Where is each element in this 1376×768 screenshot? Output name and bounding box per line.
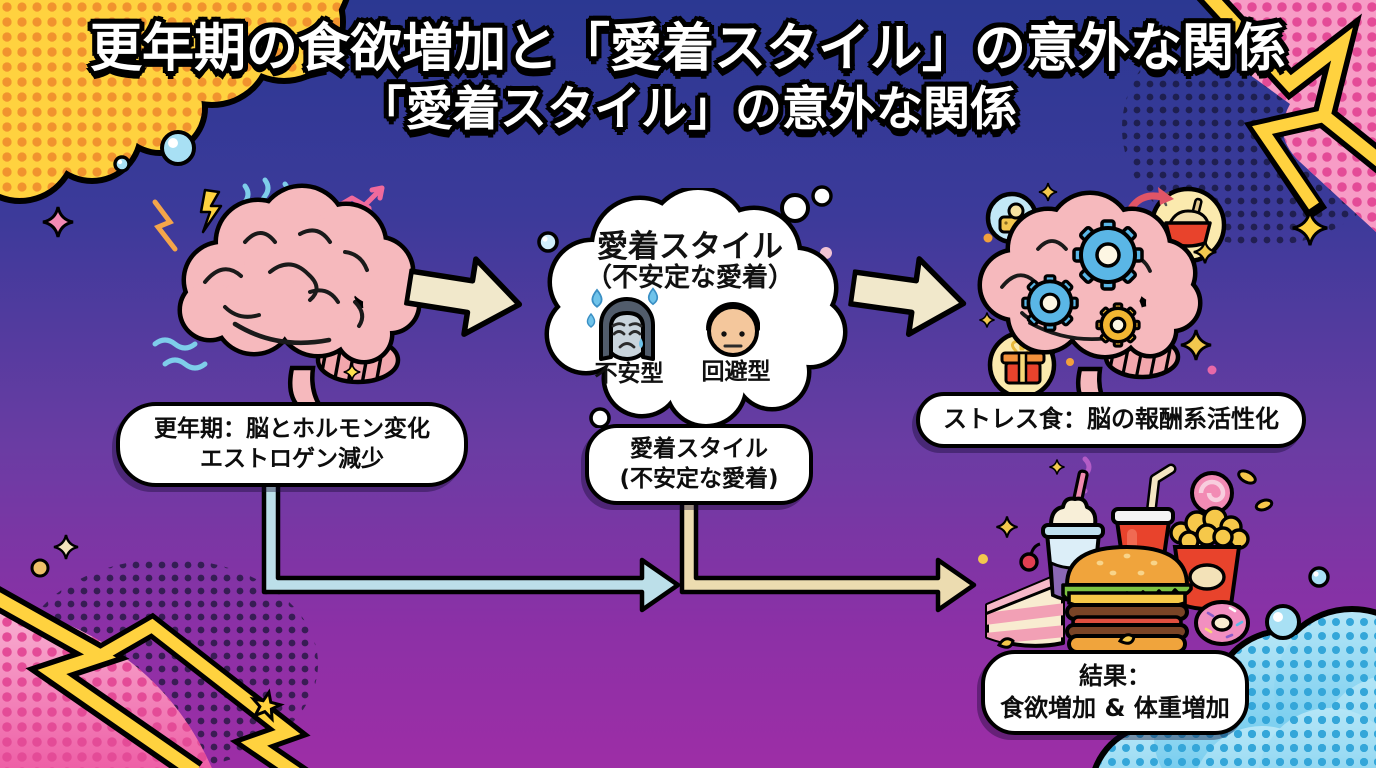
gears-brain-icon xyxy=(982,195,1198,413)
snack-bit xyxy=(996,637,1015,649)
lightning-icon xyxy=(1196,0,1376,221)
avoidant-face-icon xyxy=(706,302,760,357)
title-line-1: 更年期の食欲増加と「愛着スタイル」の意外な関係 xyxy=(89,19,1286,79)
menopause-label-line2: エストロゲン減少 xyxy=(200,446,384,473)
cloud-subtitle: （不安定な愛着） xyxy=(585,263,794,293)
anxious-face-icon xyxy=(586,287,659,361)
bubble-icon xyxy=(113,130,1330,640)
attachment-label-line1: 愛着スタイル xyxy=(630,436,768,462)
menopause-label: 更年期：脳とホルモン変化 エストロゲン減少 xyxy=(116,402,468,487)
anxious-type-label: 不安型 xyxy=(594,361,664,387)
reward-brain-illustration xyxy=(960,182,1227,413)
popcorn-icon xyxy=(1169,506,1250,611)
thought-cloud-icon xyxy=(540,188,862,428)
sparkle-icon xyxy=(1048,458,1066,476)
cloud-title: 愛着スタイル xyxy=(597,229,783,265)
snack-bit xyxy=(1117,633,1136,645)
gear-icon xyxy=(1072,219,1144,291)
cake-icon xyxy=(985,542,1065,648)
gear-icon xyxy=(1095,302,1141,348)
page-title: 更年期の食欲増加と「愛着スタイル」の意外な関係 「愛着スタイル」の意外な関係 xyxy=(0,19,1376,137)
stress-eating-label: ストレス食：脳の報酬系活性化 xyxy=(916,392,1306,448)
title-line-2: 「愛着スタイル」の意外な関係 xyxy=(359,81,1017,137)
snack-bit xyxy=(1237,469,1257,485)
stress-label-text: ストレス食：脳の報酬系活性化 xyxy=(943,405,1279,433)
menopause-label-line1: 更年期：脳とホルモン変化 xyxy=(154,416,430,442)
result-label: 結果： 食欲増加 & 体重増加 xyxy=(981,650,1249,736)
donut-icon xyxy=(1194,600,1250,646)
block-arrow-icon xyxy=(403,256,523,337)
elbow-arrow-icon xyxy=(261,475,681,613)
avoidant-type-label: 回避型 xyxy=(701,359,771,385)
sparkle-icon xyxy=(1038,182,1058,202)
result-label-line2: 食欲増加 & 体重増加 xyxy=(1000,693,1230,722)
result-label-line1: 結果： xyxy=(1079,662,1151,690)
sparkle-icon xyxy=(995,515,1019,539)
brain-icon xyxy=(182,188,417,412)
attachment-style-label: 愛着スタイル (不安定な愛着) xyxy=(585,424,813,505)
junk-food-illustration xyxy=(978,456,1274,654)
elbow-arrow-icon xyxy=(679,497,977,613)
menopause-brain-illustration xyxy=(152,177,450,412)
lightning-icon xyxy=(0,586,311,768)
sparkle-icon xyxy=(1179,328,1213,362)
gear-icon xyxy=(1021,274,1079,332)
attachment-label-line2: (不安定な愛着) xyxy=(619,466,779,493)
snack-bit xyxy=(1254,498,1274,512)
dot xyxy=(30,558,50,578)
block-arrow-icon xyxy=(847,256,967,337)
pop-corner-bottom-left xyxy=(0,533,318,768)
